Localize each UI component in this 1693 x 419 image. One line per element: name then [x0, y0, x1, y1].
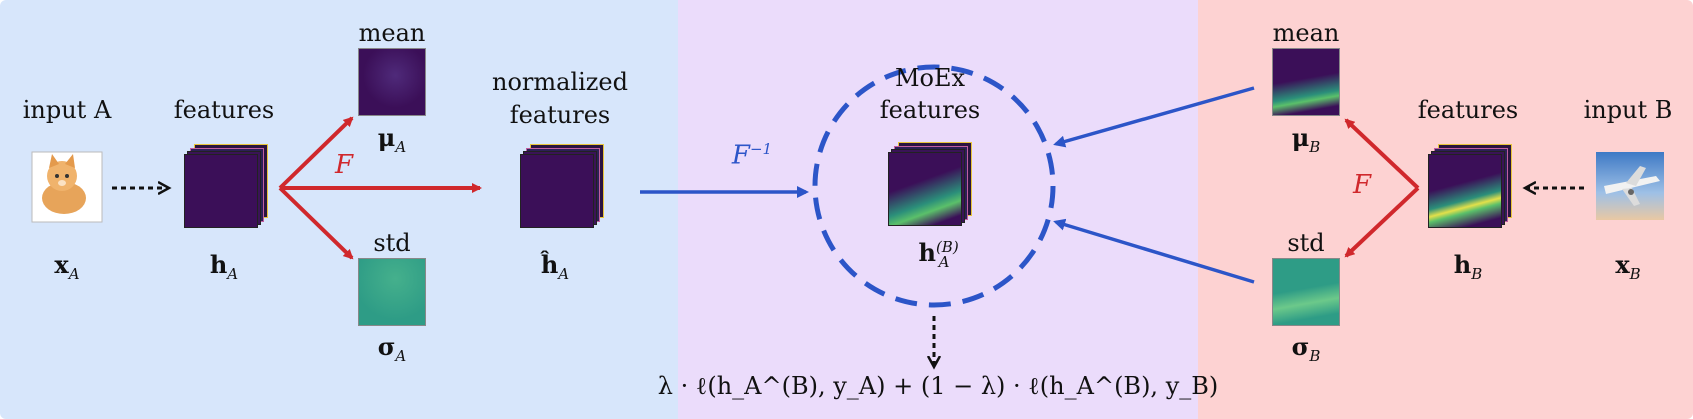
mean-b-label: mean [1272, 19, 1340, 47]
moex-label-1: MoEx [894, 64, 966, 92]
features-b-label: features [1417, 96, 1519, 124]
mean-b-var: μB [1291, 123, 1321, 156]
std-a-var: σA [377, 332, 407, 365]
feature-map-b [1428, 144, 1512, 228]
feature-map-a [184, 144, 268, 228]
moex-feature-map [888, 142, 972, 226]
moex-label-2: features [879, 96, 981, 124]
mean-a-var: μA [377, 123, 407, 156]
mean-a-label: mean [358, 19, 426, 47]
features-a-var: hA [209, 250, 239, 283]
std-b-label: std [1287, 229, 1325, 257]
mean-map-a [358, 48, 426, 116]
input-a-var: xA [54, 250, 80, 283]
f-label-a: F [334, 150, 354, 180]
moex-var: h(B)A [918, 238, 959, 271]
std-a-label: std [373, 229, 411, 257]
finv-label: F−1 [731, 140, 773, 171]
std-map-b [1272, 258, 1340, 326]
loss-formula: λ · ℓ(h_A^(B), y_A) + (1 − λ) · ℓ(h_A^(B… [657, 372, 1219, 400]
f-label-b: F [1352, 170, 1372, 200]
normalized-label-1: normalized [491, 68, 629, 96]
features-a-label: features [173, 96, 275, 124]
features-b-var: hB [1453, 250, 1483, 283]
normalized-map-a [520, 144, 604, 228]
normalized-label-2: features [509, 101, 611, 129]
input-b-var: xB [1615, 250, 1641, 283]
mean-map-b [1272, 48, 1340, 116]
std-map-a [358, 258, 426, 326]
input-b-label: input B [1583, 96, 1673, 124]
normalized-a-var: ĥA [540, 250, 570, 283]
input-a-label: input A [22, 96, 112, 124]
std-b-var: σB [1291, 332, 1321, 365]
